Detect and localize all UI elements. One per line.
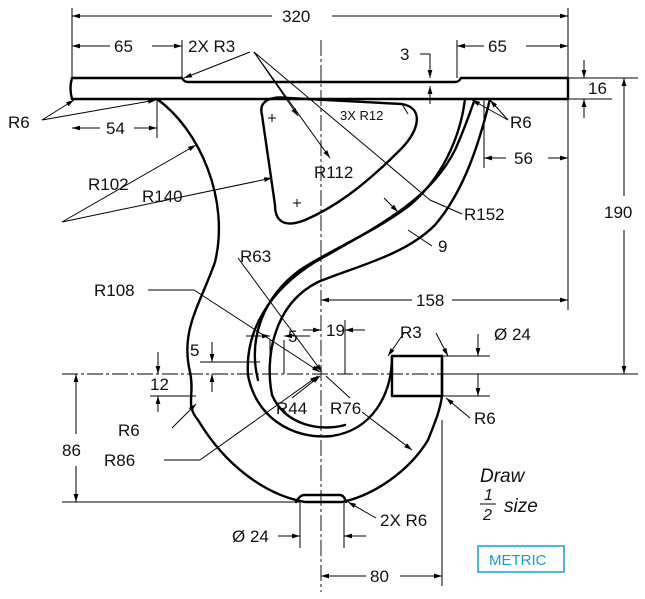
dim-r63: R63	[240, 247, 271, 266]
dimension-labels: 320 65 65 2X R3 3 16 R6 R6 54 56 R102 R1…	[8, 7, 632, 586]
dim-r140: R140	[142, 187, 183, 206]
dim-left-offset: 54	[106, 119, 125, 138]
dim-r76: R76	[330, 399, 361, 418]
dim-tip-r3: R3	[400, 323, 422, 342]
dim-r6-bottom-left: R6	[118, 421, 140, 440]
dim-overall-width: 320	[282, 7, 310, 26]
dim-flange-right: 65	[488, 37, 507, 56]
dim-r44: R44	[276, 399, 307, 418]
dim-height-12: 12	[150, 375, 169, 394]
note-denominator: 2	[482, 507, 492, 524]
note-draw: Draw	[480, 466, 526, 487]
dim-small-5a: 5	[288, 327, 297, 346]
hook-rib-inner	[253, 97, 467, 382]
dim-height-86: 86	[62, 441, 81, 460]
dim-r152: R152	[464, 205, 505, 224]
hook-inner	[246, 97, 477, 438]
hook-tip	[390, 354, 444, 398]
hook-outer-left	[155, 97, 444, 504]
dim-r108: R108	[94, 281, 135, 300]
note-size: size	[504, 496, 538, 517]
dim-19: 19	[326, 321, 345, 340]
dim-notch-depth: 3	[400, 45, 409, 64]
dim-slot-radii: 3X R12	[340, 108, 383, 123]
metric-label: METRIC	[489, 552, 547, 569]
dimension-lines	[41, 8, 638, 586]
note-numerator: 1	[484, 487, 493, 504]
dim-r6-bottom-right: R6	[474, 409, 496, 428]
center-lines	[62, 40, 468, 592]
hook-rib-outer	[268, 97, 492, 429]
dim-plate-thickness: 16	[588, 79, 607, 98]
dim-rib-width: 9	[438, 237, 447, 256]
dim-small-5b: 5	[190, 341, 199, 360]
scale-note: Draw 1 2 size	[480, 466, 538, 524]
bottom-boss	[294, 493, 348, 504]
dim-r102: R102	[88, 175, 129, 194]
top-plate	[69, 76, 570, 101]
dim-r86: R86	[104, 451, 135, 470]
dim-notch-radius: 2X R3	[188, 37, 235, 56]
dim-fillet-left: R6	[8, 113, 30, 132]
dim-base-dia: Ø 24	[232, 527, 269, 546]
metric-badge: METRIC	[477, 545, 565, 573]
hook-outline	[69, 76, 570, 504]
dim-r112: R112	[314, 163, 353, 182]
dim-flange-left: 65	[114, 37, 133, 56]
window-slot	[260, 96, 418, 225]
dim-158: 158	[416, 291, 444, 310]
dim-fillet-right: R6	[510, 113, 532, 132]
dim-right-offset: 56	[514, 149, 533, 168]
dim-overall-height: 190	[604, 203, 632, 222]
dim-base-r6: 2X R6	[380, 511, 427, 530]
dim-width-80: 80	[370, 567, 389, 586]
dim-tip-dia: Ø 24	[494, 325, 531, 344]
